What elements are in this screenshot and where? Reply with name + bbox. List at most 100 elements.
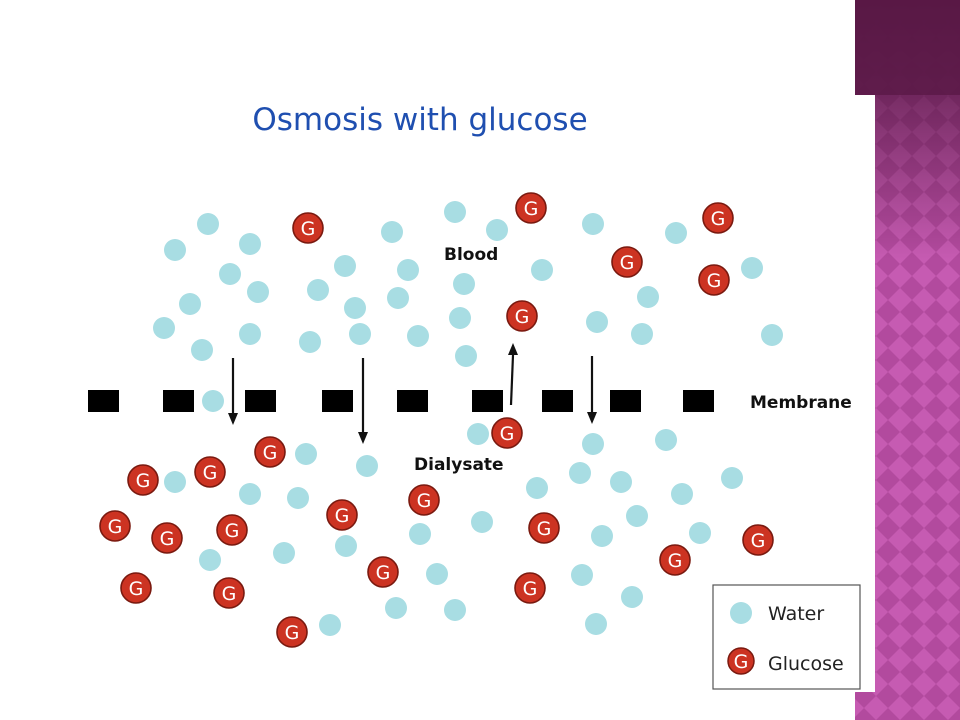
glucose-letter: G bbox=[285, 622, 300, 644]
glucose-molecule-icon: G bbox=[515, 192, 547, 224]
glucose-molecule-icon: G bbox=[514, 572, 546, 604]
glucose-letter: G bbox=[500, 423, 515, 445]
membrane-block-icon bbox=[542, 390, 573, 412]
legend: Water G Glucose bbox=[712, 584, 861, 690]
water-molecule-icon bbox=[219, 263, 241, 285]
water-molecule-icon bbox=[761, 324, 783, 346]
water-molecule-icon bbox=[349, 323, 371, 345]
water-molecule-icon bbox=[387, 287, 409, 309]
water-molecule-icon bbox=[239, 233, 261, 255]
water-molecule-icon bbox=[179, 293, 201, 315]
membrane-block-icon bbox=[245, 390, 276, 412]
water-molecule-icon bbox=[631, 323, 653, 345]
glucose-molecule-icon: G bbox=[120, 572, 152, 604]
arrow-down-icon bbox=[587, 356, 597, 424]
glucose-letter: G bbox=[160, 528, 175, 550]
membrane-block-icon bbox=[610, 390, 641, 412]
water-molecule-icon bbox=[319, 614, 341, 636]
water-molecule-icon bbox=[671, 483, 693, 505]
glucose-letter: G bbox=[225, 520, 240, 542]
water-molecule-icon bbox=[202, 390, 224, 412]
glucose-letter: G bbox=[136, 470, 151, 492]
glucose-letter: G bbox=[523, 578, 538, 600]
glucose-letter: G bbox=[751, 530, 766, 552]
blood-label: Blood bbox=[444, 245, 498, 265]
glucose-letter: G bbox=[129, 578, 144, 600]
water-molecule-icon bbox=[247, 281, 269, 303]
arrow-up-icon bbox=[508, 343, 518, 406]
water-molecule-icon bbox=[334, 255, 356, 277]
water-molecule-icon bbox=[471, 511, 493, 533]
membrane-block-icon bbox=[322, 390, 353, 412]
glucose-letter: G bbox=[524, 198, 539, 220]
legend-glucose-letter: G bbox=[734, 651, 749, 673]
water-molecule-icon bbox=[455, 345, 477, 367]
glucose-letter: G bbox=[620, 252, 635, 274]
water-molecule-icon bbox=[444, 599, 466, 621]
water-molecule-icon bbox=[610, 471, 632, 493]
water-molecule-icon bbox=[585, 613, 607, 635]
water-molecule-icon bbox=[665, 222, 687, 244]
water-molecule-icon bbox=[591, 525, 613, 547]
water-molecule-icon bbox=[655, 429, 677, 451]
water-molecule-icon bbox=[582, 433, 604, 455]
water-molecule-icon bbox=[569, 462, 591, 484]
water-molecule-icon bbox=[582, 213, 604, 235]
glucose-letter: G bbox=[222, 583, 237, 605]
water-molecule-icon bbox=[526, 477, 548, 499]
arrow-down-icon bbox=[228, 358, 238, 425]
water-molecule-icon bbox=[741, 257, 763, 279]
legend-water-icon bbox=[730, 602, 752, 624]
water-molecule-icon bbox=[307, 279, 329, 301]
water-molecule-icon bbox=[409, 523, 431, 545]
glucose-molecule-icon: G bbox=[276, 616, 308, 648]
glucose-molecule-icon: G bbox=[491, 417, 523, 449]
water-molecule-icon bbox=[571, 564, 593, 586]
side-panel bbox=[855, 0, 960, 720]
glucose-letter: G bbox=[335, 505, 350, 527]
glucose-molecule-icon: G bbox=[611, 246, 643, 278]
water-molecule-icon bbox=[164, 239, 186, 261]
glucose-letter: G bbox=[668, 550, 683, 572]
glucose-letter: G bbox=[108, 516, 123, 538]
water-molecule-icon bbox=[239, 483, 261, 505]
water-molecule-icon bbox=[531, 259, 553, 281]
water-molecule-icon bbox=[164, 471, 186, 493]
water-molecule-icon bbox=[287, 487, 309, 509]
glucose-molecule-icon: G bbox=[213, 577, 245, 609]
water-molecule-icon bbox=[153, 317, 175, 339]
glucose-molecule-icon: G bbox=[194, 456, 226, 488]
water-molecule-icon bbox=[397, 259, 419, 281]
glucose-letter: G bbox=[515, 306, 530, 328]
water-molecule-icon bbox=[273, 542, 295, 564]
membrane-block-icon bbox=[397, 390, 428, 412]
glucose-letter: G bbox=[711, 208, 726, 230]
glucose-molecule-icon: G bbox=[326, 499, 358, 531]
glucose-molecule-icon: G bbox=[702, 202, 734, 234]
glucose-molecule-icon: G bbox=[254, 436, 286, 468]
glucose-molecule-icon: G bbox=[506, 300, 538, 332]
water-molecule-icon bbox=[197, 213, 219, 235]
glucose-molecule-icon: G bbox=[127, 464, 159, 496]
glucose-letter: G bbox=[263, 442, 278, 464]
water-molecule-icon bbox=[426, 563, 448, 585]
water-molecule-icon bbox=[626, 505, 648, 527]
glucose-letter: G bbox=[376, 562, 391, 584]
water-molecule-icon bbox=[295, 443, 317, 465]
membrane-block-icon bbox=[163, 390, 194, 412]
arrow-down-icon bbox=[358, 358, 368, 444]
legend-water-label: Water bbox=[768, 603, 824, 625]
glucose-letter: G bbox=[301, 218, 316, 240]
membrane bbox=[88, 390, 714, 412]
glucose-letter: G bbox=[707, 270, 722, 292]
membrane-block-icon bbox=[683, 390, 714, 412]
water-molecule-icon bbox=[381, 221, 403, 243]
water-molecule-icon bbox=[721, 467, 743, 489]
membrane-block-icon bbox=[88, 390, 119, 412]
water-molecule-icon bbox=[689, 522, 711, 544]
water-molecule-icon bbox=[486, 219, 508, 241]
glucose-letter: G bbox=[203, 462, 218, 484]
glucose-molecule-icon: G bbox=[216, 514, 248, 546]
glucose-molecule-icon: G bbox=[408, 484, 440, 516]
